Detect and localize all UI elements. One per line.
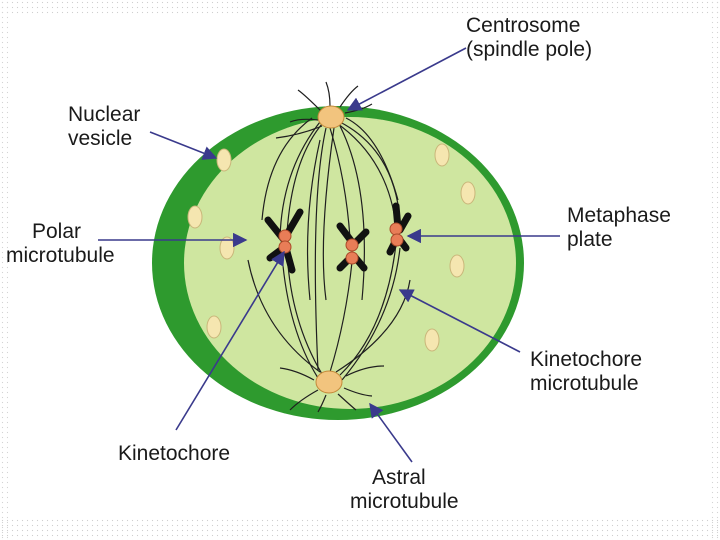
kinetochore-dot [345,238,359,252]
label-line: Kinetochore [118,442,231,465]
vesicle [460,181,476,205]
vesicle [424,328,440,352]
label-line: Astral [372,466,426,489]
arrow-nuclear-vesicle [149,131,218,160]
arrow-kinetochore [175,250,285,431]
vesicle [206,315,222,339]
vesicle [219,236,235,260]
label-line: plate [567,228,613,251]
label-line: Centrosome [466,14,581,37]
label-polar-microtubule: Polar microtubule [6,220,115,268]
label-line: microtubule [6,244,115,267]
dotted-border-top [0,0,720,14]
kinetochore-dot [390,233,404,247]
arrow-centrosome [346,47,467,111]
label-astral-microtubule: Astral microtubule [350,466,459,514]
dotted-border-right [710,0,720,540]
vesicle [216,148,232,172]
label-line: microtubule [350,490,459,513]
leader-arrows [98,47,560,463]
kinetochore-dot [389,222,403,236]
label-line: Metaphase [567,204,671,227]
label-line: vesicle [68,127,133,150]
vesicle [434,143,450,167]
label-line: Kinetochore [530,348,643,371]
chromosome-right [386,202,412,256]
nuclear-vesicles [187,143,476,352]
vesicle [187,205,203,229]
label-metaphase-plate: Metaphase plate [567,204,671,252]
chromosome-left [264,208,304,274]
label-centrosome: Centrosome (spindle pole) [466,14,592,62]
dotted-border-left [0,0,8,540]
spindle-microtubules [247,81,411,413]
label-nuclear-vesicle: Nuclear vesicle [68,103,140,151]
arrow-astral-microtubule [369,402,413,463]
dotted-border-bottom [0,518,720,540]
centrosome-top [317,105,345,129]
vesicle [449,254,465,278]
kinetochore-dot [345,251,359,265]
kinetochore-dot [278,240,292,254]
label-line: microtubule [530,372,639,395]
arrow-kinetochore-microtubule [398,289,521,353]
label-line: Polar [32,220,82,243]
kinetochore-dot [278,229,292,243]
label-kinetochore: Kinetochore [118,442,230,466]
chromosome-middle [336,222,370,272]
centrosome-bottom [315,370,343,394]
label-line: (spindle pole) [466,38,593,61]
label-kinetochore-microtubule: Kinetochore microtubule [530,348,642,396]
label-line: Nuclear [68,103,141,126]
